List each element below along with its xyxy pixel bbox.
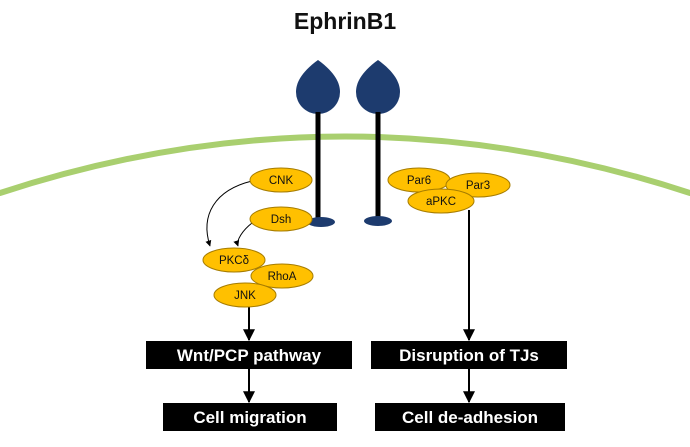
box-wnt-pcp-pathway-label: Wnt/PCP pathway — [177, 346, 322, 365]
node-pkc-delta: PKCδ — [202, 247, 266, 273]
receptor-base-left — [307, 217, 335, 227]
receptor-head-right — [356, 60, 400, 114]
box-cell-de-adhesion-label: Cell de-adhesion — [402, 408, 538, 427]
node-cnk-label: CNK — [269, 175, 294, 187]
box-cell-migration: Cell migration — [163, 403, 337, 431]
node-par3-label: Par3 — [466, 180, 490, 192]
ephrinb1-receptor-left — [296, 60, 340, 227]
node-par3: Par3 — [445, 172, 511, 198]
cell-membrane — [0, 133, 690, 196]
node-rhoa-label: RhoA — [268, 271, 297, 283]
box-cell-migration-label: Cell migration — [193, 408, 306, 427]
box-wnt-pcp-pathway: Wnt/PCP pathway — [146, 341, 352, 369]
node-pkc-delta-label: PKCδ — [219, 255, 249, 267]
node-par6-label: Par6 — [407, 175, 431, 187]
box-disruption-of-tjs-label: Disruption of TJs — [399, 346, 539, 365]
ephrinb1-receptor-right — [356, 60, 400, 226]
box-cell-de-adhesion: Cell de-adhesion — [375, 403, 565, 431]
node-apkc: aPKC — [407, 188, 475, 214]
arrow-dsh-to-pkc — [233, 222, 253, 247]
node-rhoa: RhoA — [250, 263, 314, 289]
node-jnk-label: JNK — [234, 290, 256, 302]
arrow-cnk-to-pkc — [205, 180, 253, 247]
node-par6: Par6 — [387, 167, 451, 193]
node-dsh-label: Dsh — [271, 214, 291, 226]
node-dsh: Dsh — [249, 206, 313, 232]
node-cnk: CNK — [249, 167, 313, 193]
node-jnk: JNK — [213, 282, 277, 308]
receptor-base-right — [364, 216, 392, 226]
diagram-title: EphrinB1 — [294, 8, 396, 34]
receptor-head-left — [296, 60, 340, 114]
node-apkc-label: aPKC — [426, 196, 456, 208]
box-disruption-of-tjs: Disruption of TJs — [371, 341, 567, 369]
